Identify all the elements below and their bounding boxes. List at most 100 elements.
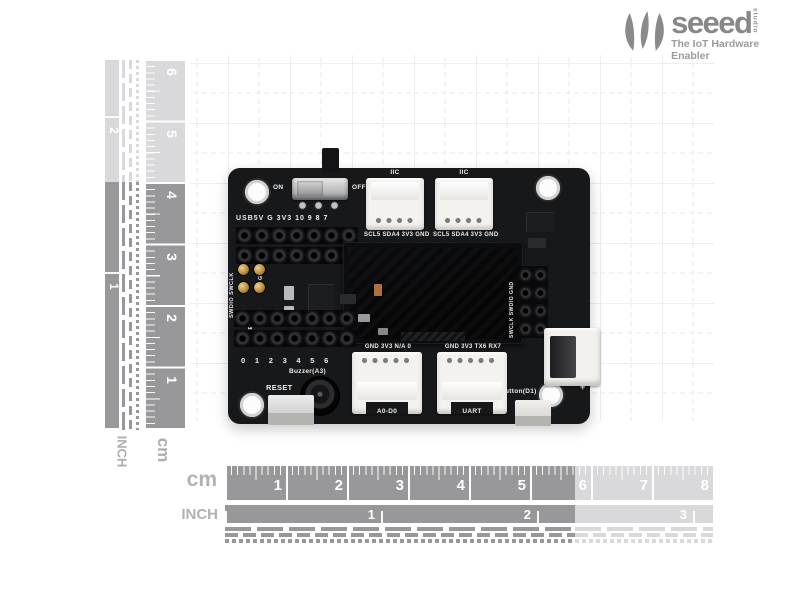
smd-ic: [526, 212, 554, 232]
oled-display: [343, 242, 523, 344]
dash-seg: [136, 60, 139, 182]
smd-component: [340, 294, 356, 304]
ruler-left-cm-lines: [146, 60, 185, 430]
grove-iic-pin-labels: SCL5 SDA4 3V3 GND: [364, 232, 430, 238]
dash-seg: [136, 182, 139, 430]
reset-label: RESET: [266, 383, 293, 392]
mounting-hole: [240, 393, 264, 417]
dash-seg: [575, 533, 713, 537]
swd-pad: [254, 282, 265, 293]
swd-pad: [238, 282, 249, 293]
ruler-number: 4: [164, 191, 180, 199]
grove-inner: [440, 182, 488, 200]
seeed-logo: seeed studio The IoT Hardware Enabler: [622, 5, 798, 62]
ruler-left-inch-ticks: [105, 60, 119, 430]
grove-notch: [366, 402, 408, 414]
dash-seg: [225, 527, 575, 531]
battery-connector[interactable]: [544, 328, 600, 386]
ruler-bottom-cm-bar: [225, 466, 713, 500]
grove-pins: [361, 357, 413, 364]
grove-connector-a0[interactable]: [352, 352, 422, 414]
ruler-left-inch-dashes-2: [129, 60, 132, 430]
ruler-bottom-inch-dashes-3: [225, 539, 713, 543]
dash-seg: [225, 539, 575, 543]
smd-component: [378, 328, 388, 335]
grove-inner: [442, 382, 502, 400]
smd-component: [528, 238, 546, 248]
grove-pins: [375, 217, 415, 224]
ruler-bottom-cm-label: cm: [186, 468, 217, 491]
swd-pad: [238, 264, 249, 275]
dash-seg: [129, 60, 132, 182]
ruler-number: 3: [164, 253, 180, 261]
logo-tagline: The IoT Hardware Enabler: [671, 38, 760, 62]
ruler-number: 1: [273, 477, 282, 494]
battery-connector-cavity: [550, 336, 576, 378]
ruler-number: 5: [517, 477, 526, 494]
grove-uart-pin-labels: GND 3V3 TX6 RX7: [444, 344, 502, 350]
ruler-number: 2: [523, 507, 531, 522]
grove-uart-label: UART: [462, 408, 482, 415]
swd-pad: [254, 264, 265, 275]
female-header-row: [234, 310, 356, 327]
logo-studio-text: studio: [751, 8, 759, 34]
ruler-number: 3: [395, 477, 404, 494]
ruler-left-inch-dashes-3: [136, 60, 139, 430]
top-header-pin-labels: USB5V G 3V3 10 9 8 7: [236, 215, 329, 222]
grove-pins: [446, 357, 498, 364]
ruler-bottom-inch-ticks: [225, 511, 713, 523]
expansion-board: ON OFF USB5V G 3V3 10 9 8 7 IIC IIC SCL5…: [228, 148, 600, 426]
ruler-bottom-inch-dashes-2: [225, 533, 713, 537]
switch-on-label: ON: [273, 184, 284, 191]
ruler-left-inch-bar: [105, 60, 119, 430]
grove-a0-pin-labels: GND 3V3 N/A 0: [364, 344, 412, 350]
ruler-number: 3: [679, 507, 687, 522]
reset-button[interactable]: [268, 395, 314, 425]
grove-notch: [451, 402, 493, 414]
dash-seg: [129, 182, 132, 430]
ruler-left-inch-label: INCH: [114, 435, 130, 468]
swd-debug-header: [518, 266, 548, 338]
smd-component: [374, 284, 382, 296]
bottom-header-pin-labels: 0 1 2 3 4 5 6: [241, 356, 329, 365]
ruler-bottom-cm-lines: [225, 466, 713, 500]
switch-knob[interactable]: [297, 181, 323, 196]
female-header-row: [234, 330, 356, 347]
grove-connector-iic[interactable]: [366, 178, 424, 230]
female-header-row: [236, 227, 358, 244]
ruler-number: 5: [164, 130, 180, 138]
ruler-left-cm-label: cm: [154, 437, 173, 463]
button-d1[interactable]: [515, 400, 551, 426]
smd-ic: [308, 284, 334, 310]
dash-seg: [575, 539, 713, 543]
dash-seg: [575, 527, 713, 531]
oled-ribbon: [400, 332, 466, 341]
mounting-hole: [245, 180, 269, 204]
grove-a0-label: A0-D0: [376, 408, 398, 415]
button-d1-base: [515, 415, 551, 426]
buzzer-label: Buzzer(A3): [289, 368, 326, 375]
grove-inner: [357, 382, 417, 400]
dash-seg: [122, 182, 125, 430]
grove-connector-uart[interactable]: [437, 352, 507, 414]
ruler-number: 1: [107, 283, 119, 290]
grove-connector-iic[interactable]: [435, 178, 493, 230]
ruler-bottom-inch-bar: [225, 505, 713, 523]
switch-solder-lugs: [298, 201, 346, 210]
ruler-number: 2: [334, 477, 343, 494]
grove-iic-pin-labels: SCL5 SDA4 3V3 GND: [433, 232, 499, 238]
mounting-hole: [536, 176, 560, 200]
ruler-number: 1: [164, 376, 180, 384]
ruler-bottom-inch-label: INCH: [181, 506, 218, 523]
ruler-number: 7: [639, 477, 648, 494]
smd-component: [358, 314, 370, 322]
reset-button-base: [268, 413, 314, 425]
seeed-lotus-icon: [625, 11, 664, 51]
female-header-row: [236, 247, 358, 264]
grove-inner: [371, 182, 419, 200]
ruler-number: 8: [700, 477, 709, 494]
logo-brand-text: seeed: [671, 5, 753, 40]
grove-iic-label: IIC: [459, 169, 469, 176]
power-switch[interactable]: [292, 178, 348, 200]
